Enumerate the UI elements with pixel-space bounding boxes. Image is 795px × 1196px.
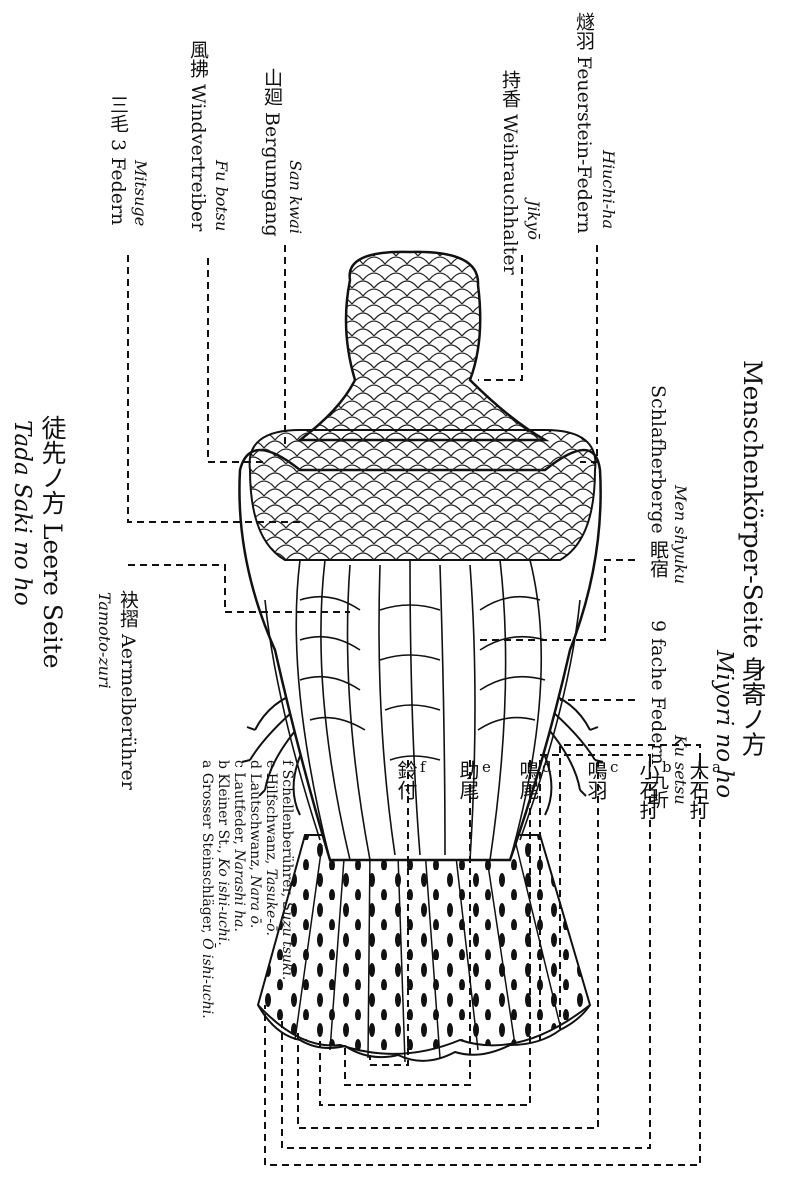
title-miyori-jp: 身寄ノ方 — [738, 656, 767, 756]
label-menshuku: Schlafherberge 眠宿 — [648, 385, 667, 578]
label-fubotsu-jp: 風拂 — [187, 40, 209, 78]
label-tamotozuri-romaji: Tamoto-zuri — [96, 592, 112, 689]
label-menshuku-romaji: Men shyuku — [672, 485, 688, 584]
legend-letter-c: c — [231, 760, 247, 768]
tail-label-e-jp: 助尾 — [458, 760, 478, 800]
label-fubotsu-romaji: Fu botsu — [213, 160, 229, 231]
legend-item-d: d Lautschwanz, Nara ō. — [248, 760, 262, 928]
label-hiuchiha-romaji: Hiuchi-ha — [600, 150, 616, 229]
legend-romaji-a: Ō ishi-uchi. — [199, 938, 215, 1019]
label-jikyo-jp: 持香 — [499, 70, 521, 108]
legend: a Grosser Steinschläger, Ō ishi-uchi. b … — [200, 760, 290, 1180]
legend-item-e: e Hilfschwanz, Tasuke-ō. — [264, 760, 278, 936]
label-hiuchiha-jp: 燧羽 — [573, 12, 595, 50]
tail-letter-d: d — [542, 758, 552, 776]
tail-label-e: 助尾 — [458, 760, 482, 800]
legend-text-d: Lautschwanz, — [247, 773, 263, 871]
title-tada-saki-romaji: Tada Saki no ho — [10, 420, 33, 606]
tail-label-d: 鳴尾 — [518, 760, 542, 800]
title-miyori: Menschenkörper-Seite 身寄ノ方 — [740, 360, 765, 756]
legend-romaji-b: Ko ishi-uchi. — [215, 858, 231, 946]
label-mitsuge-text: 3 Federn — [107, 139, 129, 225]
label-mitsuge-romaji: Mitsuge — [132, 160, 148, 226]
label-menshuku-jp: 眠宿 — [647, 540, 669, 578]
label-sankwai-text: Bergumgang — [261, 112, 283, 237]
legend-letter-a: a — [199, 760, 215, 768]
legend-letter-b: b — [215, 760, 231, 769]
label-tamotozuri-text: Aermelberührer — [117, 634, 139, 790]
label-tamotozuri-jp: 袂摺 — [117, 590, 139, 628]
title-tada-saki-jp: 徒先ノ方 — [38, 415, 67, 515]
legend-item-c: c Lautfeder, Narashi ha. — [232, 760, 246, 932]
legend-text-a: Grosser Steinschläger, — [199, 773, 215, 934]
tail-label-a: 大石打 — [688, 760, 712, 820]
legend-item-b: b Kleiner St., Ko ishi-uchi. — [216, 760, 230, 946]
label-menshuku-text: Schlafherberge — [647, 385, 669, 534]
tail-label-b-jp: 小石打 — [638, 760, 658, 820]
tail-label-d-jp: 鳴尾 — [518, 760, 538, 800]
legend-text-c: Lautfeder, — [231, 772, 247, 845]
label-mitsuge-jp: 三毛 — [107, 95, 129, 133]
label-sankwai-romaji: San kwai — [287, 160, 303, 234]
label-jikyo-text: Weihrauchhalter — [499, 114, 521, 275]
tail-label-a-jp: 大石打 — [688, 760, 708, 820]
legend-romaji-f: Suzu tsuki. — [279, 902, 295, 981]
legend-letter-d: d — [247, 760, 263, 769]
title-tada-saki-text: Leere Seite — [38, 523, 67, 669]
label-hiuchiha: 燧羽 Feuerstein-Federn — [574, 12, 593, 233]
label-jikyo: 持香 Weihrauchhalter — [500, 70, 519, 275]
tail-label-c: 鳴羽 — [586, 760, 610, 800]
label-jikyo-romaji: Jikyō — [525, 200, 541, 240]
label-sankwai: 山廻 Bergumgang — [262, 68, 281, 237]
legend-letter-f: f — [279, 760, 295, 765]
tail-label-f-jp: 鈴付 — [396, 760, 416, 800]
legend-letter-e: e — [263, 760, 279, 768]
label-fubotsu: 風拂 Windvertreiber — [188, 40, 207, 231]
legend-text-e: Hilfschwanz, — [263, 773, 279, 865]
title-miyori-text: Menschenkörper-Seite — [738, 360, 767, 648]
tail-label-f: 鈴付 — [396, 760, 420, 800]
tail-letter-c: c — [610, 758, 618, 776]
legend-item-f: f Schellenberührer, Suzu tsuki. — [280, 760, 294, 980]
title-tada-saki: 徒先ノ方 Leere Seite — [40, 415, 65, 669]
legend-romaji-c: Narashi ha. — [231, 849, 247, 932]
label-sankwai-jp: 山廻 — [261, 68, 283, 106]
legend-romaji-d: Nara ō. — [247, 875, 263, 928]
label-tamotozuri: 袂摺 Aermelberührer — [118, 590, 137, 790]
tail-label-c-jp: 鳴羽 — [586, 760, 606, 800]
label-fubotsu-text: Windvertreiber — [187, 84, 209, 231]
tail-letter-e: e — [482, 758, 491, 776]
label-kusetsu-text: 9 fache Federn — [647, 620, 669, 765]
legend-romaji-e: Tasuke-ō. — [263, 869, 279, 936]
label-hiuchiha-text: Feuerstein-Federn — [573, 56, 595, 233]
tail-label-b: 小石打 — [638, 760, 662, 820]
tail-letter-f: f — [420, 758, 426, 776]
legend-item-a: a Grosser Steinschläger, Ō ishi-uchi. — [200, 760, 214, 1019]
label-mitsuge: 三毛 3 Federn — [108, 95, 127, 225]
legend-text-f: Schellenberührer, — [279, 770, 295, 898]
tail-letter-a: a — [712, 758, 721, 776]
legend-text-b: Kleiner St., — [215, 773, 231, 853]
tail-letter-b: b — [662, 758, 672, 776]
